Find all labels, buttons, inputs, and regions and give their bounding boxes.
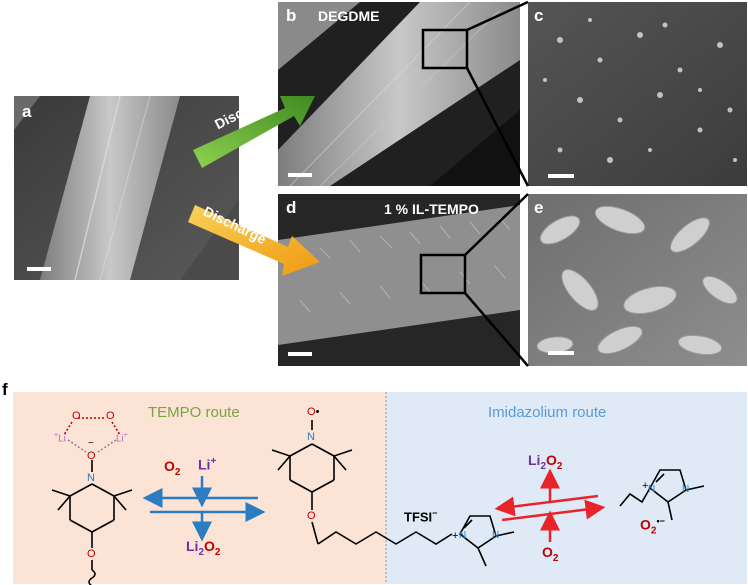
scale-bar-b bbox=[288, 173, 312, 177]
atom-li-left: +Li bbox=[54, 432, 66, 445]
scale-bar-e bbox=[548, 351, 574, 355]
atom-o-radical: O• bbox=[307, 406, 320, 418]
sem-panel-e bbox=[528, 194, 747, 366]
discharge-arrow-lower bbox=[188, 205, 320, 276]
atom-o-top-left: O bbox=[72, 410, 81, 422]
o2-right-label: O2 bbox=[542, 544, 559, 564]
atom-n-middle: N bbox=[307, 431, 315, 443]
imid-plus-right: + bbox=[642, 480, 649, 492]
sem-panel-b bbox=[278, 1, 520, 187]
imid-n1-middle: N bbox=[459, 530, 467, 541]
atom-n-left: N bbox=[87, 472, 95, 484]
imidazolium-route-title: Imidazolium route bbox=[488, 404, 607, 421]
scale-bar-d bbox=[288, 352, 312, 356]
li2o2-right-label: Li2O2 bbox=[528, 452, 563, 472]
panel-label-a: a bbox=[22, 102, 32, 121]
imid-plus-middle: + bbox=[452, 530, 459, 542]
panel-title-degdme: DEGDME bbox=[318, 8, 380, 24]
o2-left-label: O2 bbox=[164, 458, 181, 478]
tempo-radical-structure bbox=[271, 420, 453, 545]
imidazolium-route-bg bbox=[386, 392, 747, 584]
atom-li-right: Li+ bbox=[116, 432, 128, 445]
atom-o-ether-middle: O bbox=[307, 510, 316, 522]
panel-label-f: f bbox=[2, 380, 8, 399]
atom-o-minus: O bbox=[87, 450, 96, 462]
li2o2-left-label: Li2O2 bbox=[186, 538, 221, 558]
li-plus-label: Li+ bbox=[198, 456, 217, 473]
panel-label-d: d bbox=[286, 198, 297, 217]
scale-bar-c bbox=[548, 174, 574, 178]
panel-label-c: c bbox=[534, 6, 544, 25]
zoom-lines bbox=[464, 0, 530, 367]
tfsi-label: TFSI− bbox=[404, 508, 438, 525]
zoom-box-b bbox=[421, 28, 469, 70]
tempo-equilibrium-arrows bbox=[142, 476, 266, 542]
atom-o-top-right: O bbox=[106, 410, 115, 422]
discharge-arrow-upper bbox=[193, 96, 315, 168]
imidazolium-equilibrium-arrows bbox=[494, 468, 606, 542]
imid-n2-right: N bbox=[682, 484, 690, 495]
zoom-box-d bbox=[419, 253, 467, 295]
atom-o-ether-left: O bbox=[87, 548, 96, 560]
minus-sign: − bbox=[88, 438, 94, 449]
imidazolium-ring-middle bbox=[458, 515, 515, 567]
sem-panel-c bbox=[528, 2, 747, 186]
imid-n1-right: N bbox=[648, 484, 656, 495]
tempo-li-complex-structure bbox=[51, 417, 133, 585]
panel-label-e: e bbox=[534, 198, 544, 217]
panel-title-il-tempo: 1 % IL-TEMPO bbox=[384, 201, 479, 217]
scale-bar-a bbox=[27, 267, 51, 271]
sem-panel-a bbox=[14, 95, 239, 281]
imidazolium-ring-right bbox=[619, 469, 705, 521]
panel-label-b: b bbox=[286, 6, 297, 25]
sem-panel-d bbox=[278, 194, 520, 366]
superoxide-label: O2•− bbox=[640, 516, 665, 537]
tempo-route-title: TEMPO route bbox=[148, 404, 240, 421]
imid-n2-middle: N bbox=[492, 530, 500, 541]
